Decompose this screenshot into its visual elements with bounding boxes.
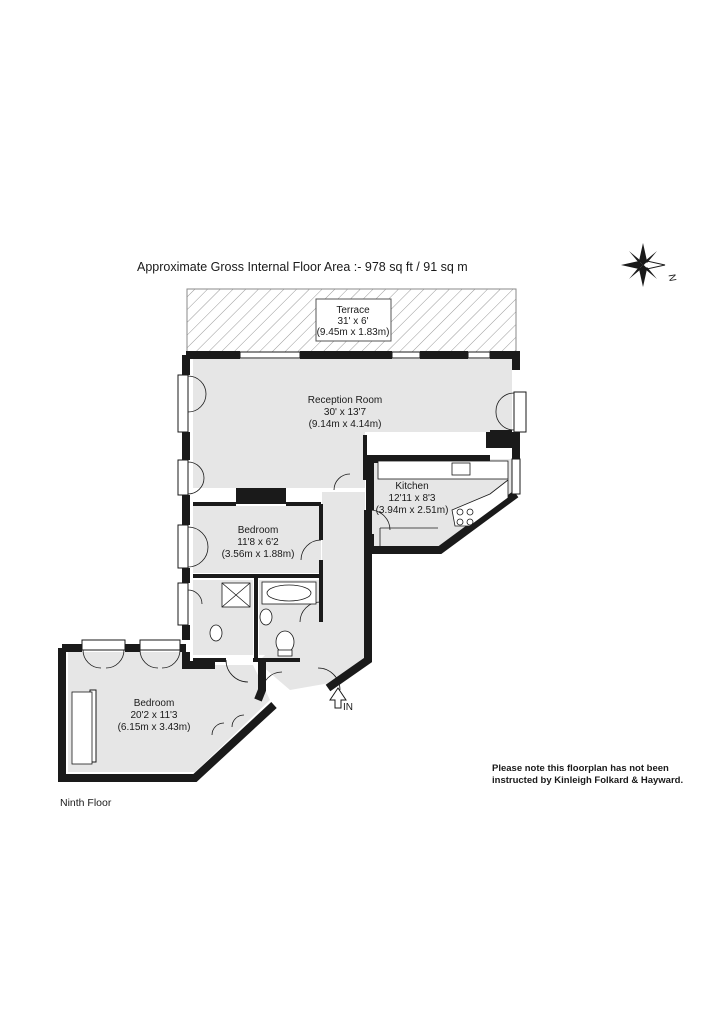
terrace-label: Terrace 31' x 6' (9.45m x 1.83m)	[317, 305, 390, 338]
bedroom-small-name: Bedroom	[238, 525, 279, 536]
bathroom-fixtures	[209, 581, 317, 657]
kitchen-name: Kitchen	[395, 481, 428, 492]
reception-name: Reception Room	[308, 395, 382, 406]
floor-label: Ninth Floor	[60, 797, 112, 809]
wall-column	[236, 488, 286, 504]
compass-north-label: N	[666, 273, 678, 282]
terrace-imperial: 31' x 6'	[337, 316, 368, 327]
bedroom-small	[193, 506, 321, 573]
entrance-arrow-icon	[329, 687, 347, 709]
kitchen-metric: (3.94m x 2.51m)	[376, 505, 449, 516]
bedroom-large-imperial: 20'2 x 11'3	[130, 710, 177, 721]
kitchen-label: Kitchen 12'11 x 8'3 (3.94m x 2.51m)	[376, 481, 449, 516]
terrace-name: Terrace	[336, 305, 370, 316]
disclaimer-line-2: instructed by Kinleigh Folkard & Hayward…	[492, 775, 683, 786]
door-swings	[82, 375, 515, 736]
bedroom-small-metric: (3.56m x 1.88m)	[222, 549, 295, 560]
bedroom-large-label: Bedroom 20'2 x 11'3 (6.15m x 3.43m)	[118, 698, 191, 733]
terrace-label-box	[315, 298, 392, 342]
walls	[58, 351, 520, 782]
wardrobe	[71, 691, 93, 765]
reception-room	[193, 359, 512, 488]
bedroom-small-label: Bedroom 11'8 x 6'2 (3.56m x 1.88m)	[222, 525, 295, 560]
reception-label: Reception Room 30' x 13'7 (9.14m x 4.14m…	[308, 395, 382, 430]
bedroom-large-name: Bedroom	[134, 698, 175, 709]
bedroom-large	[68, 652, 270, 772]
bedroom-large-metric: (6.15m x 3.43m)	[118, 722, 191, 733]
compass-rose-icon	[621, 243, 666, 287]
kitchen-imperial: 12'11 x 8'3	[388, 493, 435, 504]
terrace-metric: (9.45m x 1.83m)	[317, 327, 390, 338]
reception-imperial: 30' x 13'7	[324, 407, 367, 418]
windows	[81, 351, 527, 763]
bedroom-small-imperial: 11'8 x 6'2	[237, 537, 279, 548]
floor-area-title: Approximate Gross Internal Floor Area :-…	[137, 260, 468, 274]
kitchen-fixtures	[377, 460, 509, 546]
reception-metric: (9.14m x 4.14m)	[309, 419, 382, 430]
kitchen-room	[370, 459, 513, 547]
wall-column-2	[486, 432, 516, 448]
entrance-label: IN	[343, 702, 353, 713]
disclaimer-line-1: Please note this floorplan has not been	[492, 763, 669, 774]
interior-walls	[193, 430, 512, 662]
